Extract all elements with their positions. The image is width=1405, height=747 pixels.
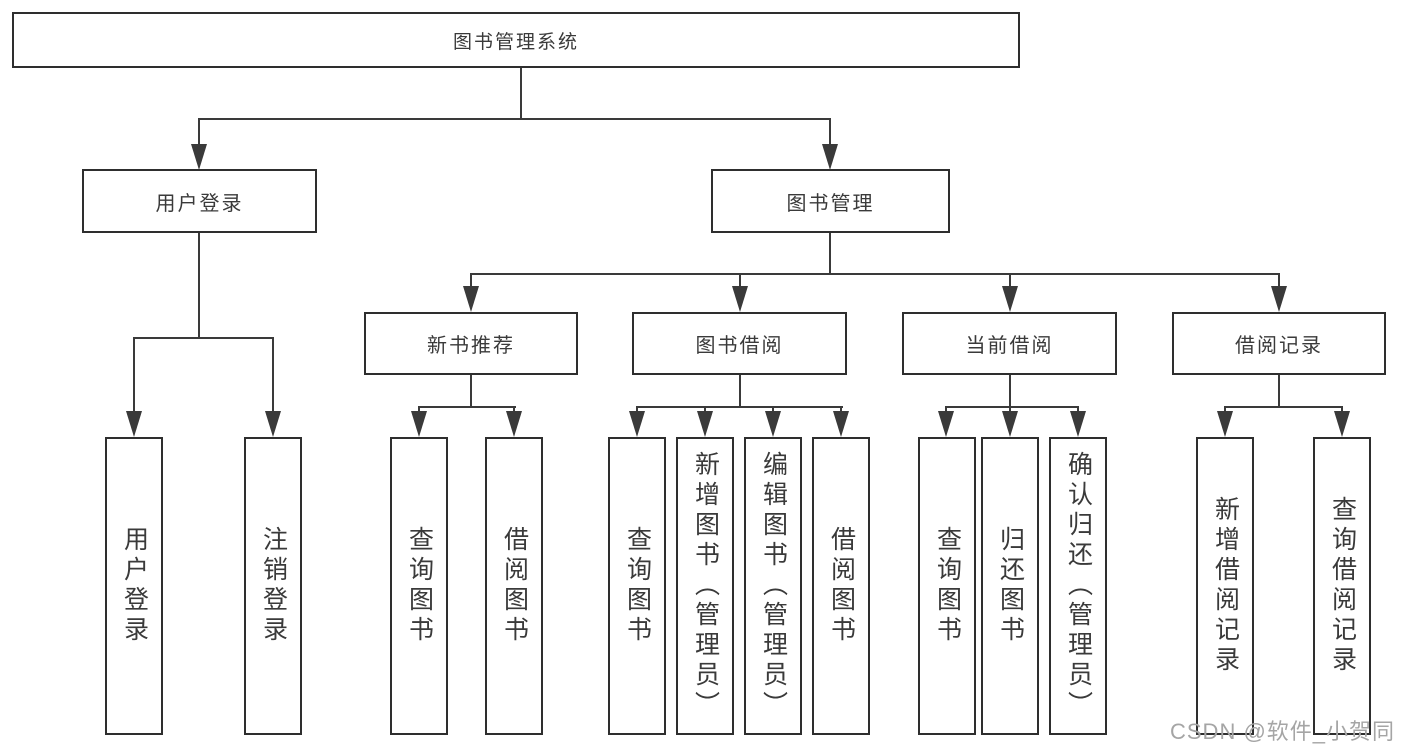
connector-arrow bbox=[822, 144, 838, 170]
connector-line bbox=[1278, 273, 1280, 287]
leaf-query-borrow-record: 查询借阅记录 bbox=[1313, 437, 1371, 735]
node-label: 借阅记录 bbox=[1235, 335, 1323, 357]
connector-line bbox=[1009, 406, 1011, 414]
leaf-label: 新增图书（管理员） bbox=[691, 451, 720, 721]
connector-arrow bbox=[126, 411, 142, 437]
connector-line bbox=[1341, 406, 1343, 414]
connector-line bbox=[133, 337, 135, 412]
connector-line bbox=[637, 406, 843, 408]
connector-arrow bbox=[411, 411, 427, 437]
connector-line bbox=[1077, 406, 1079, 414]
leaf-label: 编辑图书（管理员） bbox=[759, 451, 788, 721]
connector-line bbox=[739, 273, 741, 287]
connector-arrow bbox=[1002, 286, 1018, 312]
connector-arrow bbox=[506, 411, 522, 437]
connector-arrow bbox=[938, 411, 954, 437]
connector-arrow bbox=[265, 411, 281, 437]
node-label: 图书借阅 bbox=[695, 335, 784, 357]
leaf-label: 新增借阅记录 bbox=[1211, 496, 1240, 676]
connector-line bbox=[1278, 375, 1280, 408]
leaf-borrow-books-recommend: 借阅图书 bbox=[485, 437, 543, 735]
leaf-label: 确认归还（管理员） bbox=[1064, 451, 1093, 721]
leaf-label: 查询图书 bbox=[623, 526, 652, 646]
leaf-label: 借阅图书 bbox=[500, 526, 529, 646]
connector-arrow bbox=[697, 411, 713, 437]
leaf-label: 查询借阅记录 bbox=[1328, 496, 1357, 676]
connector-arrow bbox=[463, 286, 479, 312]
connector-line bbox=[513, 406, 515, 414]
connector-line bbox=[470, 273, 472, 287]
connector-line bbox=[199, 118, 831, 120]
connector-line bbox=[520, 68, 522, 118]
connector-line bbox=[470, 375, 472, 408]
connector-arrow bbox=[1334, 411, 1350, 437]
leaf-label: 查询图书 bbox=[405, 526, 434, 646]
connector-line bbox=[471, 273, 1280, 275]
node-label: 用户登录 bbox=[155, 192, 244, 215]
connector-arrow bbox=[1217, 411, 1233, 437]
connector-arrow bbox=[1070, 411, 1086, 437]
connector-line bbox=[1009, 273, 1011, 287]
node-current-borrowing: 当前借阅 bbox=[902, 312, 1117, 375]
watermark-text: CSDN @软件_小贺同学 bbox=[1170, 719, 1396, 744]
connector-arrow bbox=[833, 411, 849, 437]
leaf-label: 用户登录 bbox=[120, 526, 149, 646]
node-library-management-system: 图书管理系统 bbox=[12, 12, 1020, 68]
leaf-query-books-borrowing: 查询图书 bbox=[608, 437, 666, 735]
connector-line bbox=[1009, 375, 1011, 408]
connector-arrow bbox=[1002, 411, 1018, 437]
leaf-label: 借阅图书 bbox=[827, 526, 856, 646]
connector-line bbox=[945, 406, 947, 414]
node-label: 当前借阅 bbox=[965, 335, 1054, 357]
connector-line bbox=[419, 406, 516, 408]
connector-line bbox=[198, 118, 200, 146]
node-new-book-recommendation: 新书推荐 bbox=[364, 312, 578, 375]
leaf-label: 注销登录 bbox=[259, 526, 288, 646]
connector-line bbox=[198, 233, 200, 339]
connector-line bbox=[829, 118, 831, 146]
connector-arrow bbox=[765, 411, 781, 437]
connector-line bbox=[946, 406, 1079, 408]
leaf-edit-books-admin: 编辑图书（管理员） bbox=[744, 437, 802, 735]
leaf-confirm-return-admin: 确认归还（管理员） bbox=[1049, 437, 1107, 735]
node-label: 图书管理系统 bbox=[452, 31, 579, 53]
node-label: 图书管理 bbox=[786, 192, 875, 215]
leaf-label: 归还图书 bbox=[996, 526, 1025, 646]
node-book-borrowing: 图书借阅 bbox=[632, 312, 847, 375]
connector-line bbox=[772, 406, 774, 414]
leaf-add-borrow-record: 新增借阅记录 bbox=[1196, 437, 1254, 735]
connector-line bbox=[704, 406, 706, 414]
leaf-label: 查询图书 bbox=[933, 526, 962, 646]
leaf-logout: 注销登录 bbox=[244, 437, 302, 735]
connector-line bbox=[1224, 406, 1226, 414]
node-user-login: 用户登录 bbox=[82, 169, 317, 233]
leaf-query-books-current: 查询图书 bbox=[918, 437, 976, 735]
connector-arrow bbox=[732, 286, 748, 312]
node-borrowing-records: 借阅记录 bbox=[1172, 312, 1386, 375]
node-book-management: 图书管理 bbox=[711, 169, 950, 233]
leaf-add-books-admin: 新增图书（管理员） bbox=[676, 437, 734, 735]
connector-arrow bbox=[1271, 286, 1287, 312]
node-label: 新书推荐 bbox=[427, 335, 515, 357]
connector-line bbox=[134, 337, 274, 339]
connector-line bbox=[418, 406, 420, 414]
connector-arrow bbox=[629, 411, 645, 437]
connector-line bbox=[840, 406, 842, 414]
leaf-borrow-books-borrowing: 借阅图书 bbox=[812, 437, 870, 735]
leaf-user-login: 用户登录 bbox=[105, 437, 163, 735]
connector-line bbox=[272, 337, 274, 412]
connector-line bbox=[1225, 406, 1343, 408]
leaf-return-books: 归还图书 bbox=[981, 437, 1039, 735]
connector-line bbox=[739, 375, 741, 408]
connector-line bbox=[636, 406, 638, 414]
leaf-query-books-recommend: 查询图书 bbox=[390, 437, 448, 735]
connector-arrow bbox=[191, 144, 207, 170]
connector-line bbox=[829, 233, 831, 275]
